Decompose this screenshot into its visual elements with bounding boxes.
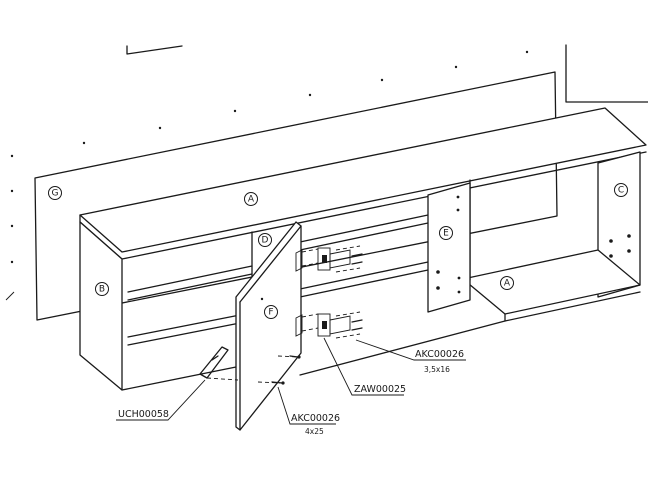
bottom-panel: [462, 249, 641, 315]
left-shelf-upper: [127, 273, 253, 301]
left-shelf-lower: [127, 321, 246, 346]
svg-text:E: E: [443, 229, 449, 239]
wall-outline: [126, 44, 648, 103]
label-a-top: A: [244, 192, 258, 206]
svg-text:F: F: [268, 308, 273, 318]
leader-handle: [116, 379, 206, 421]
part-code-hinge: ZAW00025: [354, 384, 406, 395]
label-b: B: [95, 282, 109, 296]
svg-text:G: G: [52, 189, 59, 199]
part-code-handle: UCH00058: [118, 409, 169, 420]
top-panel: [79, 107, 647, 253]
hinge-lower: [295, 311, 363, 339]
part-size-screw-upper: 3,5x16: [424, 365, 450, 374]
label-d: D: [258, 233, 272, 247]
part-code-screw-upper: AKC00026: [415, 349, 464, 360]
part-code-screw-lower: AKC00026: [291, 413, 340, 424]
door-panel-f: [235, 221, 302, 431]
leader-screw-lower: [277, 386, 336, 425]
label-f: F: [264, 305, 278, 319]
label-a-shelf: A: [500, 276, 514, 290]
middle-shelf-lower: [299, 269, 429, 298]
divider-panel-e: [427, 182, 471, 313]
middle-shelf-upper: [299, 222, 429, 251]
svg-text:B: B: [99, 285, 105, 295]
wall-marks: [5, 50, 529, 301]
label-g: G: [48, 186, 62, 200]
leader-hinge: [323, 337, 404, 396]
svg-text:A: A: [248, 195, 255, 205]
label-c: C: [614, 183, 628, 197]
svg-text:D: D: [262, 236, 269, 246]
leader-screw-upper: [355, 339, 466, 361]
hinge-upper: [295, 245, 363, 273]
handle: [199, 346, 239, 381]
label-e: E: [439, 226, 453, 240]
svg-text:A: A: [504, 279, 511, 289]
part-size-screw-lower: 4x25: [305, 427, 324, 436]
svg-text:C: C: [618, 186, 624, 196]
door-screws: [257, 355, 301, 385]
